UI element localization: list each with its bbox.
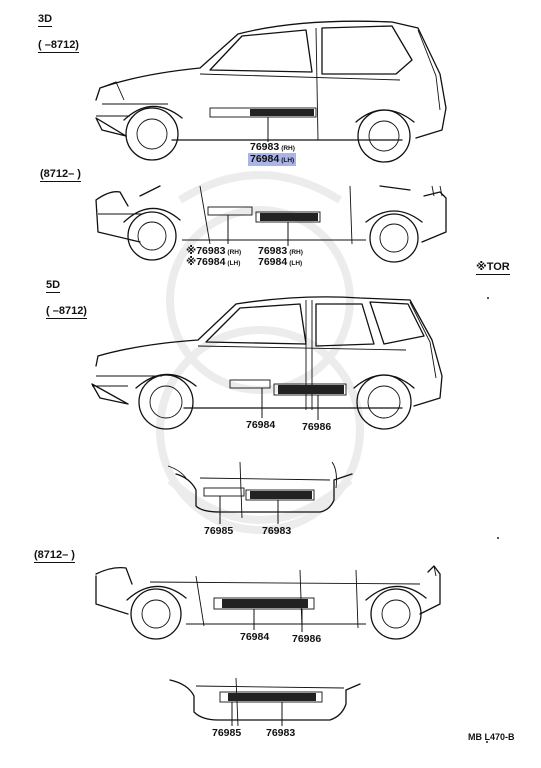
callout-star-76984-lh-3d-late: ※76984(LH) bbox=[186, 257, 240, 268]
part-number: 76983 bbox=[250, 141, 280, 153]
section-3d-label: 3D bbox=[38, 13, 53, 27]
side-lh: (LH) bbox=[227, 260, 241, 267]
watermark-emblem bbox=[156, 171, 364, 534]
side-rh: (RH) bbox=[289, 249, 303, 256]
footer-diagram-code: MB L470-B bbox=[468, 732, 515, 742]
side-lh: (LH) bbox=[281, 157, 295, 164]
star-mark: ※ bbox=[186, 256, 197, 268]
side-lh: (LH) bbox=[289, 260, 303, 267]
door-detail-5d-early bbox=[167, 461, 353, 524]
callout-76983-detail-late: 76983 bbox=[266, 727, 296, 739]
part-number: 76983 bbox=[258, 245, 288, 257]
section-3d-range-late: (8712– ) bbox=[40, 168, 81, 182]
section-5d-label: 5D bbox=[46, 279, 61, 293]
part-number: 76984 bbox=[196, 256, 226, 268]
car-3d-late bbox=[95, 185, 447, 263]
side-rh: (RH) bbox=[227, 249, 242, 256]
callout-76984-lh-3d-early-highlighted[interactable]: 76984(LH) bbox=[248, 153, 297, 166]
section-3d-range-early: ( –8712) bbox=[38, 39, 79, 53]
star-mark: ※ bbox=[186, 245, 197, 257]
callout-76984-5d-early: 76984 bbox=[246, 419, 276, 431]
car-5d-early bbox=[91, 296, 443, 430]
callout-76983-rh-3d-early: 76983(RH) bbox=[250, 142, 295, 153]
side-rh: (RH) bbox=[281, 145, 295, 152]
part-number: 76984 bbox=[250, 153, 280, 165]
section-5d-range-early: ( –8712) bbox=[46, 305, 87, 319]
door-detail-5d-late bbox=[169, 677, 361, 727]
car-5d-late bbox=[95, 565, 441, 640]
callout-76985-detail-late: 76985 bbox=[212, 727, 242, 739]
callout-star-76983-rh-3d-late: ※76983(RH) bbox=[186, 246, 241, 257]
callout-76984-lh-3d-late: 76984(LH) bbox=[258, 257, 302, 268]
callout-76983-detail-early: 76983 bbox=[262, 525, 292, 537]
section-5d-range-late: (8712– ) bbox=[34, 549, 75, 563]
callout-76983-rh-3d-late: 76983(RH) bbox=[258, 246, 303, 257]
car-3d-early bbox=[95, 20, 447, 163]
callout-76984-5d-late: 76984 bbox=[240, 631, 270, 643]
part-number: 76984 bbox=[258, 256, 288, 268]
callout-76985-detail-early: 76985 bbox=[204, 525, 234, 537]
note-tor: ※TOR bbox=[476, 261, 510, 275]
callout-76986-5d-early: 76986 bbox=[302, 421, 332, 433]
callout-76986-5d-late: 76986 bbox=[292, 633, 322, 645]
part-number: 76983 bbox=[196, 245, 226, 257]
